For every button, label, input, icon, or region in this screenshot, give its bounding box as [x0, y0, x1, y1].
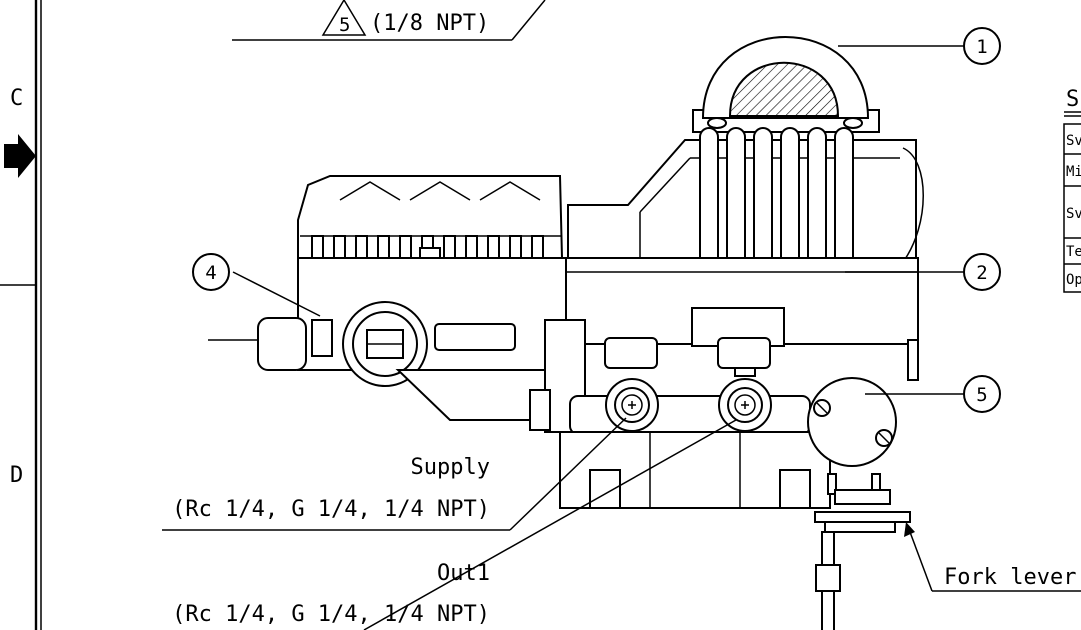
fork-lever-label: Fork lever — [944, 565, 1076, 590]
drawing-frame-left — [0, 0, 42, 630]
side-table-row-1: Sv — [1066, 133, 1081, 149]
top-port-callout — [232, 0, 546, 41]
balloon-1: 1 — [963, 27, 1001, 65]
leader-lines — [162, 45, 1081, 630]
supply-port — [604, 337, 659, 432]
side-table-row-2: Mi — [1066, 164, 1081, 180]
balloon-2: 2 — [963, 253, 1001, 291]
side-table-row-4: Te — [1066, 244, 1081, 260]
terminal-box — [208, 175, 567, 421]
zone-label-c: C — [10, 86, 23, 111]
supply-spec-label: (Rc 1/4, G 1/4, 1/4 NPT) — [172, 497, 490, 522]
side-table-row-5: Op — [1066, 272, 1081, 288]
gauge-cover — [807, 339, 919, 467]
balloon-4: 4 — [192, 253, 230, 291]
revision-number: 5 — [339, 14, 350, 36]
cooling-ribs — [699, 127, 854, 284]
top-port-spec: (1/8 NPT) — [370, 11, 489, 36]
svg-text:5: 5 — [976, 384, 987, 406]
supply-label: Supply — [411, 455, 490, 480]
centering-arrow-icon — [4, 134, 36, 178]
indicator-dome — [692, 36, 880, 133]
side-table-row-3: Sv — [1066, 206, 1081, 222]
out1-spec-label: (Rc 1/4, G 1/4, 1/4 NPT) — [172, 602, 490, 627]
balloon-5: 5 — [963, 375, 1001, 413]
revision-triangle-icon — [321, 0, 367, 36]
svg-text:4: 4 — [205, 262, 216, 284]
fork-lever-assembly — [814, 473, 911, 630]
side-table-heading: S — [1066, 87, 1079, 112]
side-spec-table — [1063, 111, 1081, 293]
manifold-block — [529, 319, 831, 509]
out1-port — [717, 337, 772, 432]
zone-label-d: D — [10, 463, 23, 488]
svg-text:2: 2 — [976, 262, 987, 284]
out1-label: Out1 — [437, 561, 490, 586]
svg-text:1: 1 — [976, 36, 987, 58]
